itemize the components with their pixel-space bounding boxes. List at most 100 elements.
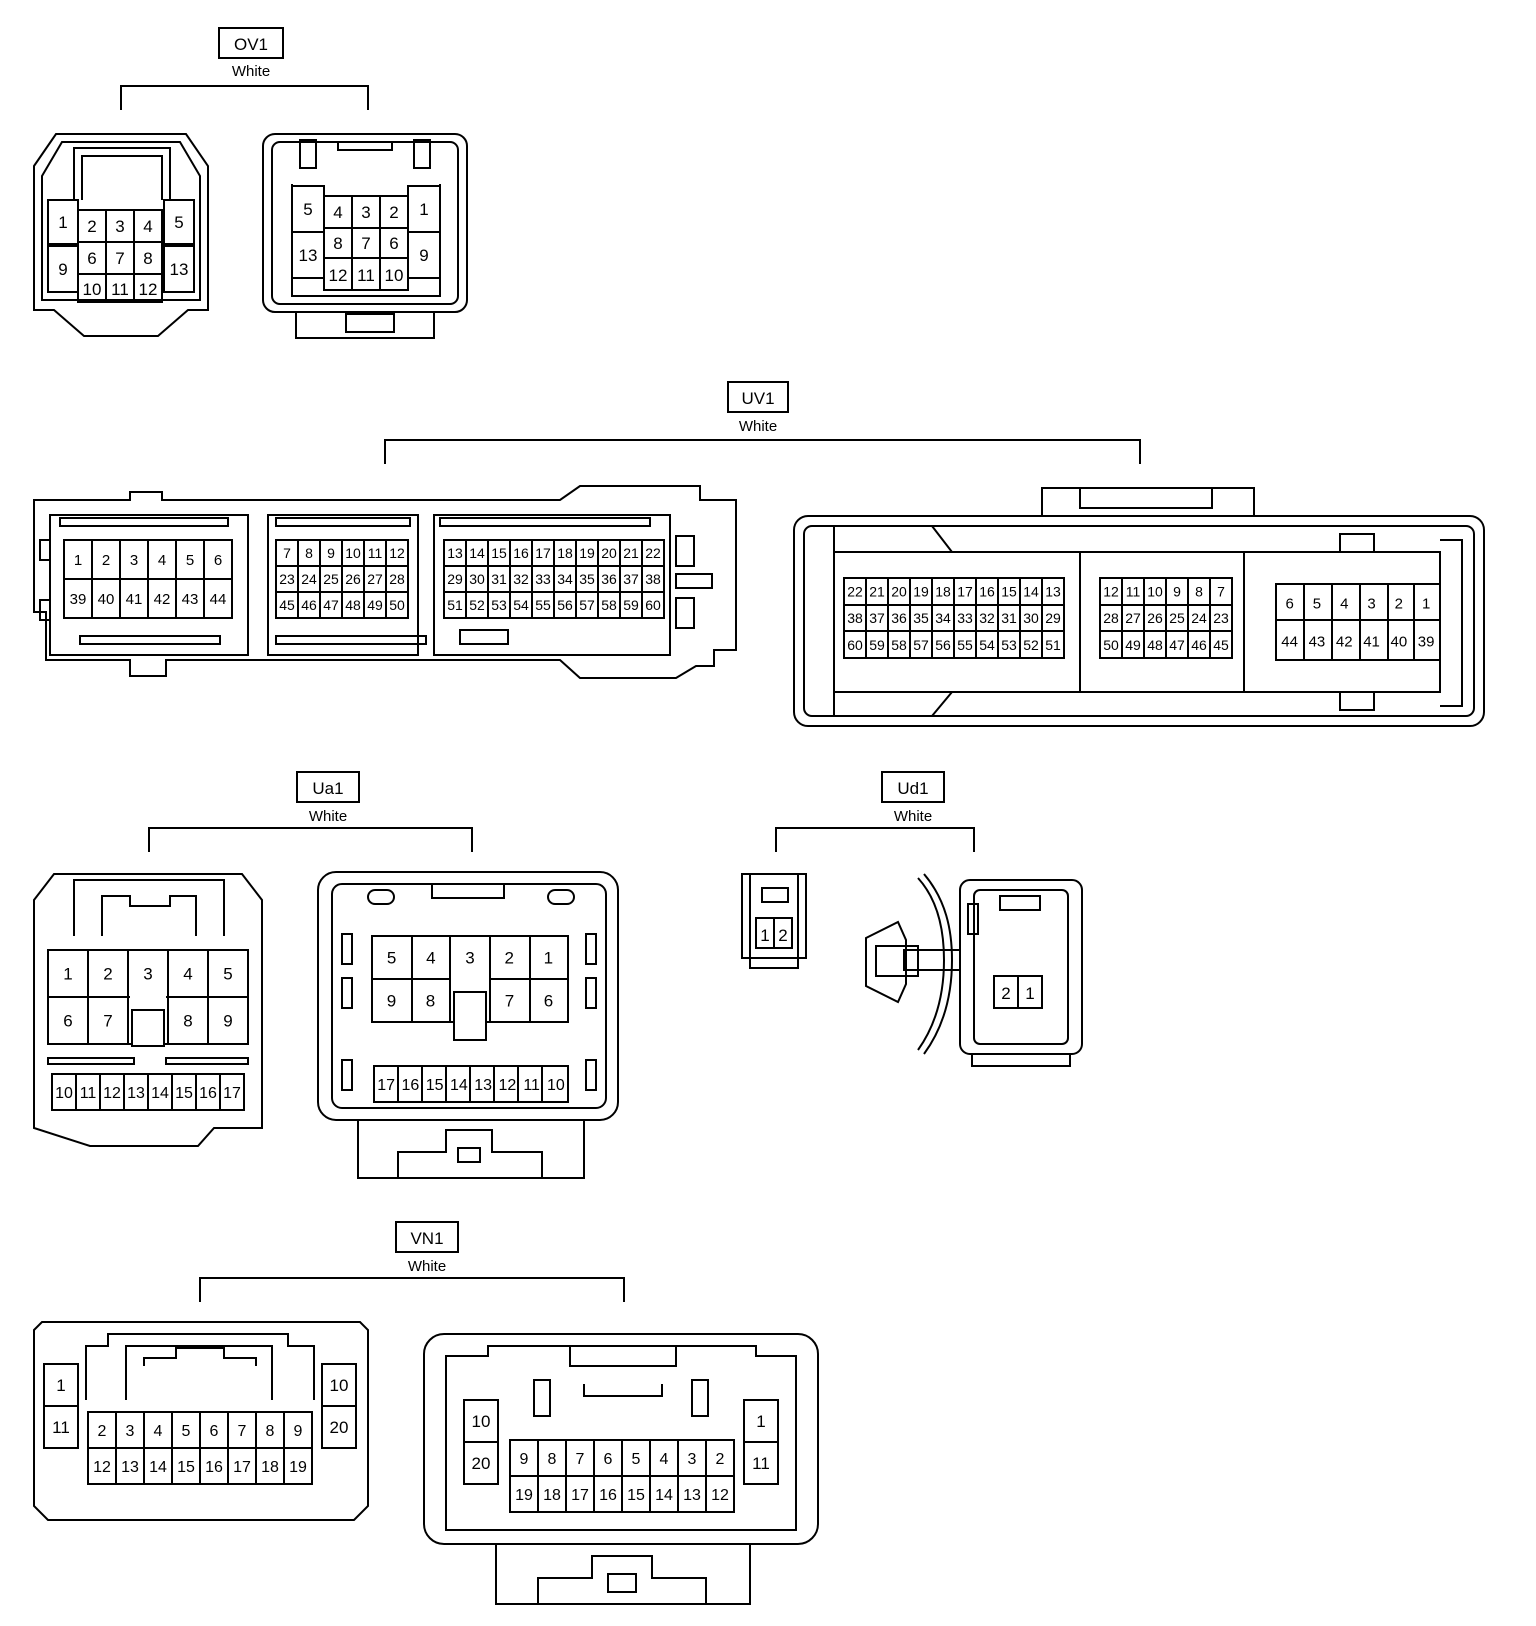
ov1-right-pins (291, 185, 441, 291)
pin-label: 9 (419, 246, 428, 265)
pin-label: 11 (368, 545, 383, 561)
ud1-right-side-slot (967, 903, 979, 935)
pin-label: 4 (154, 1423, 163, 1440)
pin-label: 3 (361, 203, 370, 222)
pin-label: 60 (645, 597, 661, 613)
vn1-left-pins (43, 1363, 357, 1485)
pin-label: 55 (535, 597, 551, 613)
uv1-left-rib (59, 517, 229, 527)
pin-label: 53 (1001, 637, 1017, 653)
pin-label: 58 (601, 597, 617, 613)
ua1-left-latch (73, 879, 225, 936)
pin-label: 15 (177, 1459, 195, 1476)
vn1-code-box (395, 1221, 459, 1253)
pin-label: 28 (389, 571, 405, 587)
pin-label: 24 (301, 571, 317, 587)
pin-label: 47 (323, 597, 339, 613)
uv1-right-tab (1339, 691, 1375, 711)
ud1-code-box (881, 771, 945, 803)
ua1-right-lock-inner (397, 1129, 543, 1178)
pin-label: 7 (361, 234, 370, 253)
pin-label: 6 (604, 1451, 613, 1468)
pin-label: 9 (1173, 583, 1181, 599)
pin-label: 8 (333, 234, 342, 253)
vn1-color: White (408, 1258, 446, 1275)
pin-label: 46 (1191, 637, 1207, 653)
uv1-left-side-slot (675, 573, 713, 589)
ud1-right-foot (971, 1054, 1071, 1067)
pin-label: 2 (98, 1423, 107, 1440)
pin-label: 4 (1340, 595, 1348, 612)
pin-label: 20 (601, 545, 617, 561)
uv1-bracket (384, 439, 1141, 464)
pin-label: 34 (557, 571, 573, 587)
pin-label: 17 (377, 1077, 395, 1094)
uv1-left-rib (275, 517, 411, 527)
pin-label: 1 (1422, 595, 1430, 612)
ov1-right-pin-labels: 5 4 3 2 1 13 8 7 6 9 12 11 10 (299, 200, 429, 285)
pin-label: 6 (214, 552, 222, 569)
pin-label: 13 (1045, 583, 1061, 599)
pin-label: 12 (711, 1487, 729, 1504)
ud1-left-foot (749, 957, 799, 969)
pin-label: 5 (182, 1423, 191, 1440)
pin-label: 19 (579, 545, 595, 561)
uv1-right-top-lock-inner (1079, 488, 1213, 509)
pin-label: 40 (98, 591, 115, 608)
pin-label: 28 (1103, 610, 1119, 626)
uv1-left-rib (459, 629, 509, 645)
pin-label: 1 (544, 949, 553, 968)
pin-label: 33 (957, 610, 973, 626)
vn1-left-latch-inner (125, 1345, 273, 1400)
pin-label: 49 (1125, 637, 1141, 653)
pin-label: 17 (571, 1487, 589, 1504)
pin-label: 6 (87, 249, 96, 268)
pin-label: 3 (126, 1423, 135, 1440)
pin-label: 5 (1313, 595, 1321, 612)
uv1-left-rib (275, 635, 427, 645)
uv1-left-bay-b (267, 514, 419, 656)
pin-label: 19 (289, 1459, 307, 1476)
vn1-bracket (199, 1277, 625, 1302)
uv1-left-notch (39, 539, 51, 561)
ua1-color: White (309, 808, 347, 825)
pin-label: 12 (139, 280, 158, 299)
pin-label: 12 (329, 266, 348, 285)
pin-label: 17 (957, 583, 973, 599)
pin-label: 1 (756, 1412, 765, 1431)
pin-label: 13 (299, 246, 318, 265)
pin-label: 13 (127, 1085, 145, 1102)
pin-label: 10 (83, 280, 102, 299)
ud1-right-housing-inner (973, 889, 1069, 1045)
pin-label: 20 (330, 1418, 349, 1437)
pin-label: 1 (760, 926, 769, 945)
pin-label: 13 (121, 1459, 139, 1476)
uv1-right-housing (793, 515, 1485, 727)
pin-label: 44 (1281, 633, 1298, 650)
pin-label: 10 (472, 1412, 491, 1431)
pin-label: 39 (70, 591, 87, 608)
pin-label: 5 (632, 1451, 641, 1468)
ua1-left-housing (33, 873, 263, 1147)
pin-label: 16 (513, 545, 529, 561)
uv1-right-housing-inner (803, 525, 1475, 717)
ov1-left-housing-inner (41, 141, 201, 301)
pin-label: 41 (1363, 633, 1380, 650)
pin-label: 9 (520, 1451, 529, 1468)
pin-label: 8 (548, 1451, 557, 1468)
pin-label: 36 (891, 610, 907, 626)
ud1-clip-stem (875, 945, 919, 977)
pin-label: 3 (115, 217, 124, 236)
ua1-code: Ua1 (312, 779, 343, 798)
ua1-right-pins (371, 935, 569, 1103)
pin-label: 44 (210, 591, 227, 608)
pin-label: 54 (513, 597, 529, 613)
pin-label: 14 (149, 1459, 167, 1476)
pin-label: 1 (1025, 984, 1034, 1003)
pin-label: 27 (367, 571, 383, 587)
pin-label: 2 (778, 926, 787, 945)
pin-label: 21 (869, 583, 885, 599)
pin-label: 8 (305, 545, 313, 561)
